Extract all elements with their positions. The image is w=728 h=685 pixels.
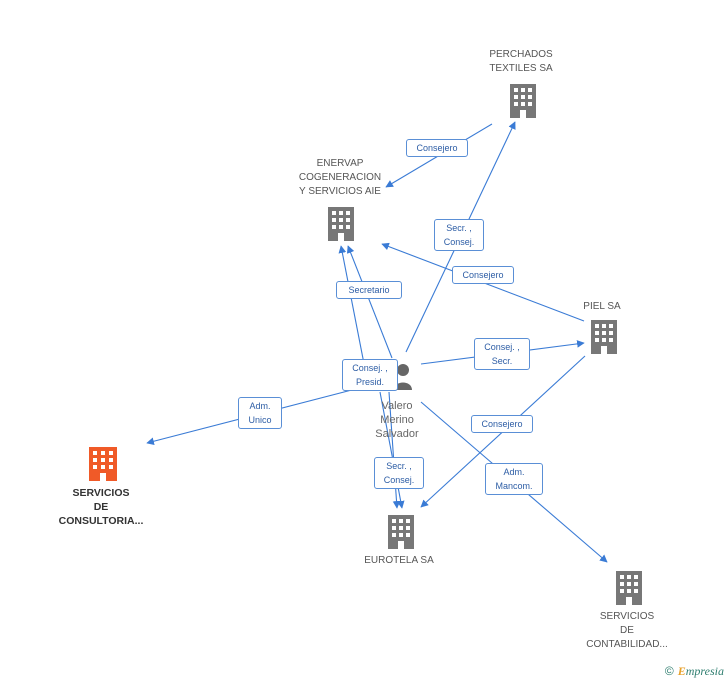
person-label[interactable]: Valero Merino Salvador [375,400,419,440]
edge-label-secretario[interactable]: Secretario [336,281,402,299]
brand-initial: E [677,664,686,678]
node-label-servicios-consultoria[interactable]: SERVICIOS DE CONSULTORIA... [58,487,144,527]
node-label-piel[interactable]: PIEL SA [583,301,621,312]
edge-label-consejero[interactable]: Consejero [406,139,468,157]
node-label-perchados[interactable]: PERCHADOS TEXTILES SA [489,49,553,74]
person-icon[interactable] [394,364,412,390]
edge-label-consej-presid[interactable]: Consej. , Presid. [342,359,398,391]
edge-person-enervap-2 [338,245,367,375]
edge-label-secr-consej[interactable]: Secr. , Consej. [434,219,484,251]
copyright-icon: © [664,664,674,678]
building-icon[interactable] [328,207,354,241]
edge-label-consejero[interactable]: Consejero [452,266,514,284]
edge-label-secr-consej[interactable]: Secr. , Consej. [374,457,424,489]
brand-name: mpresia [685,664,724,678]
edge-label-adm-mancom[interactable]: Adm. Mancom. [485,463,543,495]
node-label-servicios-contabilidad[interactable]: SERVICIOS DE CONTABILIDAD... [586,611,668,650]
edge-person-enervap-1 [346,245,393,359]
building-icon[interactable] [616,571,642,605]
building-icon[interactable] [591,320,617,354]
building-icon[interactable] [388,515,414,549]
edge-label-consejero[interactable]: Consejero [471,415,533,433]
node-label-eurotela[interactable]: EUROTELA SA [364,555,434,566]
edge-label-consej-secr[interactable]: Consej. , Secr. [474,338,530,370]
edge-label-adm-unico[interactable]: Adm. Unico [238,397,282,429]
brand-footer: ©Empresia [665,664,724,679]
building-icon[interactable] [510,84,536,118]
node-label-enervap[interactable]: ENERVAP COGENERACION Y SERVICIOS AIE [298,158,382,197]
building-icon-focus[interactable] [89,447,117,481]
